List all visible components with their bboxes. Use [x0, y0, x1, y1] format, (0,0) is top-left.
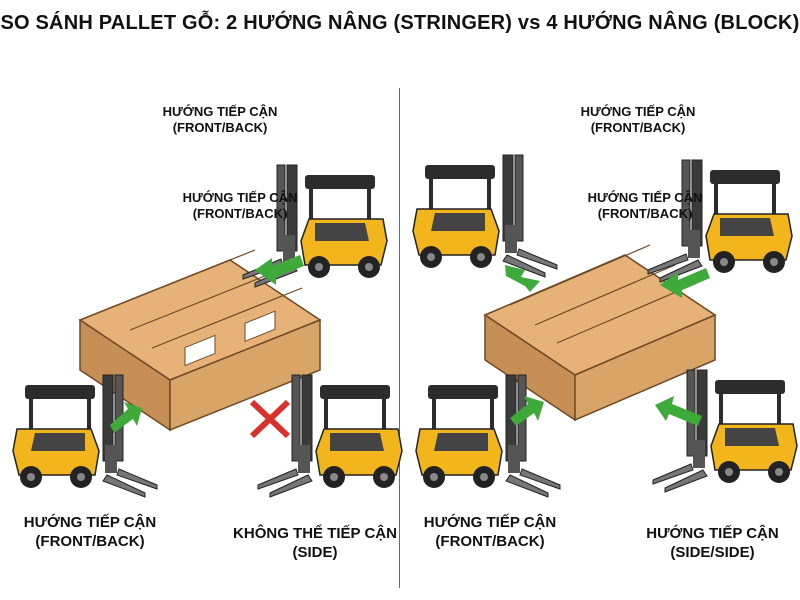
left-label-top: HƯỚNG TIẾP CẬN (FRONT/BACK): [162, 104, 278, 136]
forklift-top-left-right-panel-icon: [413, 155, 557, 277]
cross-icon: [249, 399, 291, 439]
right-label-bottom-right: HƯỚNG TIẾP CẬN (SIDE/SIDE): [646, 525, 779, 561]
right-label-top: HƯỚNG TIẾP CẬN (FRONT/BACK): [580, 104, 696, 136]
arrow-icon: [660, 268, 710, 298]
arrow-icon: [110, 402, 142, 433]
page-title: SO SÁNH PALLET GỖ: 2 HƯỚNG NÂNG (STRINGE…: [0, 12, 800, 34]
right-label-mid: HƯỚNG TIẾP CẬN (FRONT/BACK): [587, 190, 703, 222]
forklift-bottom-right-icon: [651, 368, 799, 494]
left-label-mid: HƯỚNG TIẾP CẬN (FRONT/BACK): [182, 190, 298, 222]
arrow-icon: [655, 396, 702, 426]
arrow-icon: [510, 396, 544, 426]
forklift-side-blocked-icon: [256, 373, 404, 499]
left-label-bottom-left: HƯỚNG TIẾP CẬN (FRONT/BACK): [23, 514, 157, 550]
right-label-bottom-left: HƯỚNG TIẾP CẬN (FRONT/BACK): [423, 514, 557, 550]
panel-divider: [399, 88, 400, 588]
left-label-bottom-right: KHÔNG THỂ TIẾP CẬN (SIDE): [233, 525, 397, 561]
arrow-icon: [255, 255, 304, 285]
arrow-icon: [505, 265, 540, 292]
